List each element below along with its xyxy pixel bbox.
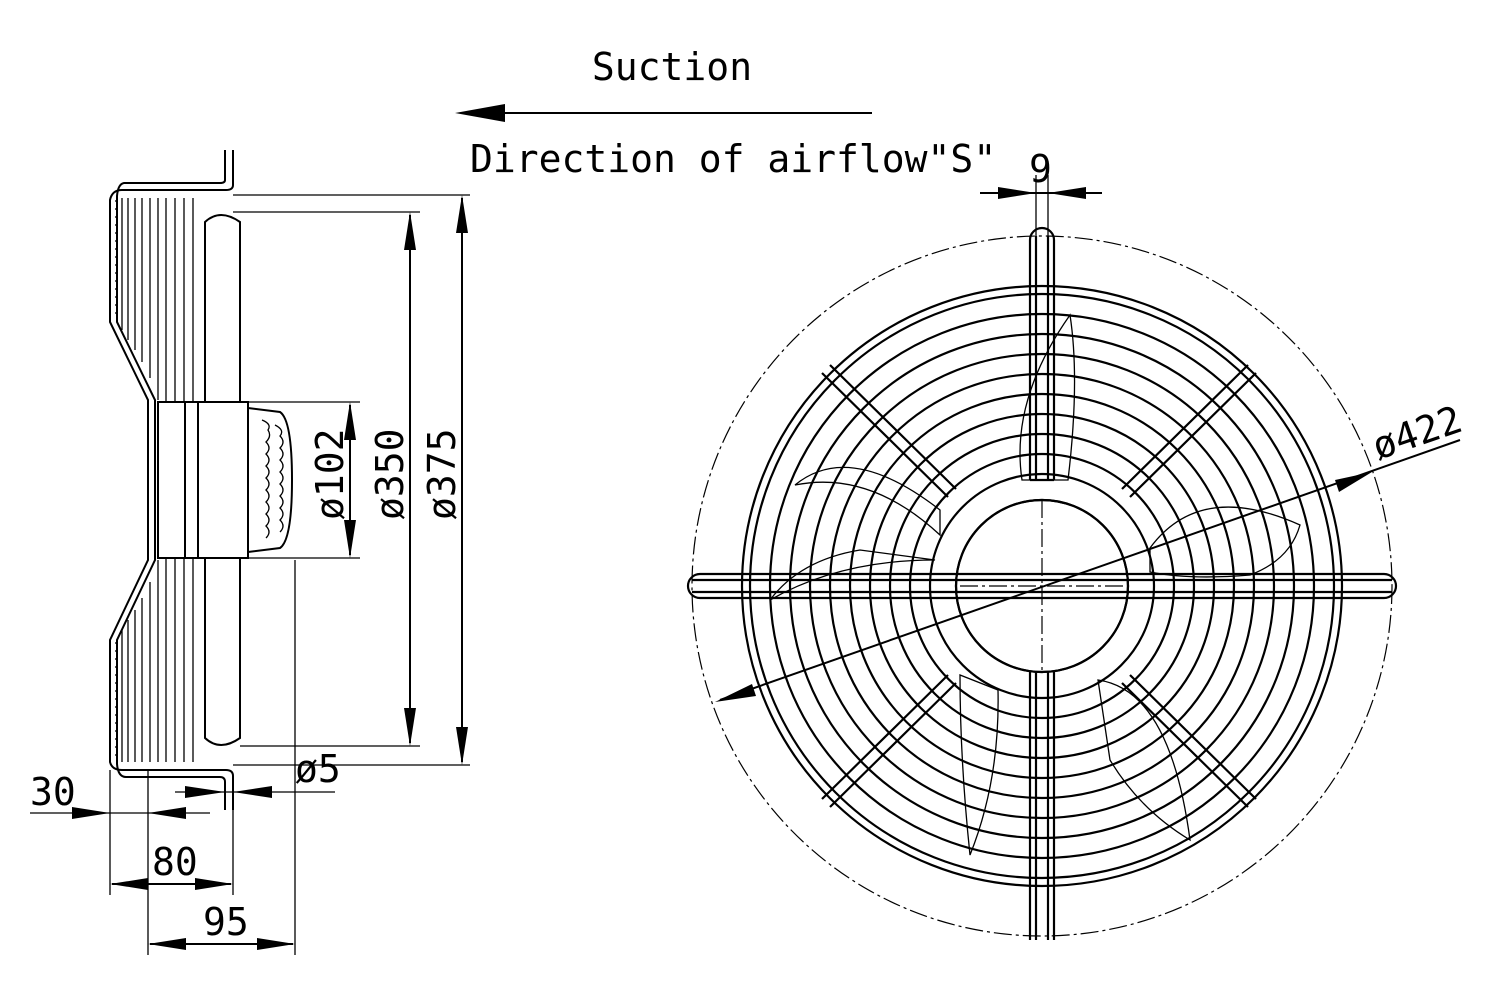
dim-80: 80 [110, 840, 233, 890]
grille-outline-outer [109, 150, 234, 810]
motor-hub-body [197, 401, 249, 559]
dim-d5: ø5 [175, 747, 341, 798]
guard-rings [740, 284, 1344, 888]
side-view: ø102 ø350 ø375 ø5 30 [30, 150, 470, 955]
airflow-header: Suction Direction of airflow"S" [455, 45, 996, 181]
airflow-direction-label: Direction of airflow"S" [470, 137, 996, 181]
svg-text:95: 95 [203, 900, 249, 944]
svg-text:ø350: ø350 [368, 428, 412, 520]
svg-text:9: 9 [1029, 147, 1052, 191]
front-view: ø422 9 [686, 147, 1468, 940]
blade-bottom [204, 557, 241, 746]
dim-9: 9 [980, 147, 1102, 236]
dim-d350: ø350 [368, 212, 416, 746]
dim-d102: ø102 [308, 402, 356, 558]
airflow-arrow-head [455, 104, 505, 122]
svg-text:ø5: ø5 [295, 747, 341, 791]
blade-top [204, 214, 241, 403]
grille-ring-lines [121, 198, 194, 762]
motor-hub-front [157, 401, 199, 559]
svg-text:ø375: ø375 [420, 428, 464, 520]
dim-d375: ø375 [420, 195, 468, 765]
suction-label: Suction [592, 45, 752, 89]
fan-blades [769, 313, 1301, 856]
svg-text:30: 30 [30, 770, 76, 814]
svg-text:80: 80 [152, 840, 198, 884]
motor-rear-cap [247, 407, 294, 553]
motor-cooling-fins [261, 419, 271, 539]
outer-boundary-circle [691, 235, 1393, 937]
svg-text:ø102: ø102 [308, 428, 352, 520]
dim-30: 30 [30, 770, 210, 819]
svg-text:ø422: ø422 [1367, 397, 1468, 468]
diagonal-spokes [821, 364, 1257, 808]
dim-95: 95 [148, 900, 295, 950]
grille-outline-inner [116, 150, 226, 810]
